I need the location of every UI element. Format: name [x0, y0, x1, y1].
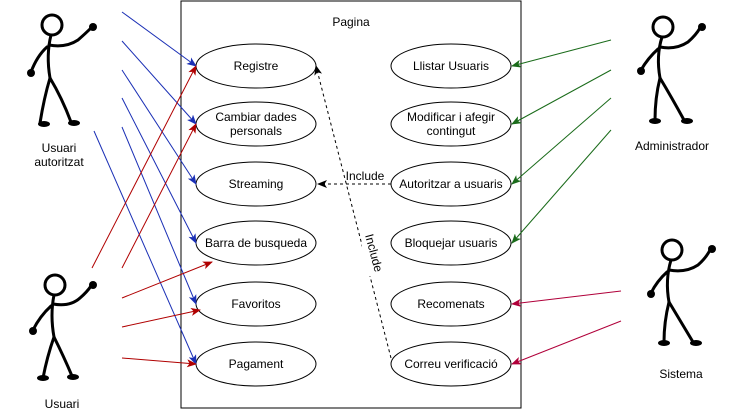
- usuari-associations: [91, 65, 213, 368]
- use-case-recomenats[interactable]: Recomenats: [390, 281, 512, 327]
- actor-label: Usuari: [45, 397, 80, 411]
- use-case-label: Streaming: [229, 177, 284, 191]
- stick-figure-icon: [647, 238, 716, 346]
- use-case-label: Favoritos: [231, 297, 280, 311]
- actor-administrador[interactable]: Administrador: [635, 15, 709, 153]
- association-arrow: [511, 129, 612, 244]
- use-case-pagament[interactable]: Pagament: [195, 341, 317, 387]
- use-case-label: Barra de busqueda: [205, 236, 307, 250]
- association-arrow: [511, 69, 612, 125]
- actor-label: Administrador: [635, 139, 709, 153]
- actor-usuari[interactable]: Usuari: [29, 273, 97, 411]
- include-label: Include: [346, 169, 385, 183]
- include-label-background: [362, 232, 378, 276]
- stick-figure-icon: [27, 13, 97, 127]
- use-case-bloquejar-usuaris[interactable]: Bloquejar usuaris: [390, 220, 512, 266]
- association-arrow: [121, 126, 197, 305]
- system-title: Pagina: [332, 15, 370, 29]
- association-arrow: [121, 357, 197, 368]
- stick-figure-icon: [29, 273, 97, 381]
- use-case-barra-busqueda[interactable]: Barra de busqueda: [195, 220, 317, 266]
- association-arrow: [121, 40, 197, 125]
- association-arrow: [121, 69, 197, 185]
- association-arrow: [121, 123, 197, 269]
- actor-label: Sistema: [659, 367, 703, 381]
- usuari-autoritzat-associations: [93, 11, 197, 365]
- include-arrow-correu-to-registre: [314, 65, 392, 359]
- sistema-associations: [511, 290, 622, 365]
- association-arrow: [121, 261, 213, 299]
- association-arrow: [91, 65, 197, 269]
- use-case-label: Autoritzar a usuaris: [399, 177, 502, 191]
- use-case-label: Llistar Usuaris: [413, 59, 489, 73]
- association-arrow: [93, 130, 197, 365]
- use-case-label: Recomenats: [417, 297, 484, 311]
- association-arrow: [121, 308, 201, 328]
- use-case-label: Pagament: [229, 357, 284, 371]
- use-case-label: Bloquejar usuaris: [405, 236, 498, 250]
- association-arrow: [121, 97, 197, 244]
- stick-figure-icon: [637, 15, 706, 124]
- include-label-background: [343, 169, 387, 183]
- association-arrow: [121, 11, 197, 67]
- use-case-label: Registre: [234, 59, 279, 73]
- association-arrow: [511, 320, 622, 365]
- association-arrow: [511, 290, 622, 307]
- use-case-autoritzar-usuaris[interactable]: Autoritzar a usuaris: [390, 161, 512, 207]
- use-case-favoritos[interactable]: Favoritos: [195, 281, 317, 327]
- use-case-label: Correu verificació: [404, 357, 498, 371]
- use-case-llistar-usuaris[interactable]: Llistar Usuaris: [390, 43, 512, 89]
- use-case-correu-verificacio[interactable]: Correu verificació: [390, 341, 512, 387]
- association-arrow: [511, 97, 612, 185]
- use-case-registre[interactable]: Registre: [195, 43, 317, 89]
- use-case-streaming[interactable]: Streaming: [195, 161, 317, 207]
- administrador-associations: [511, 39, 612, 244]
- association-arrow: [511, 39, 612, 68]
- actor-sistema[interactable]: Sistema: [647, 238, 716, 381]
